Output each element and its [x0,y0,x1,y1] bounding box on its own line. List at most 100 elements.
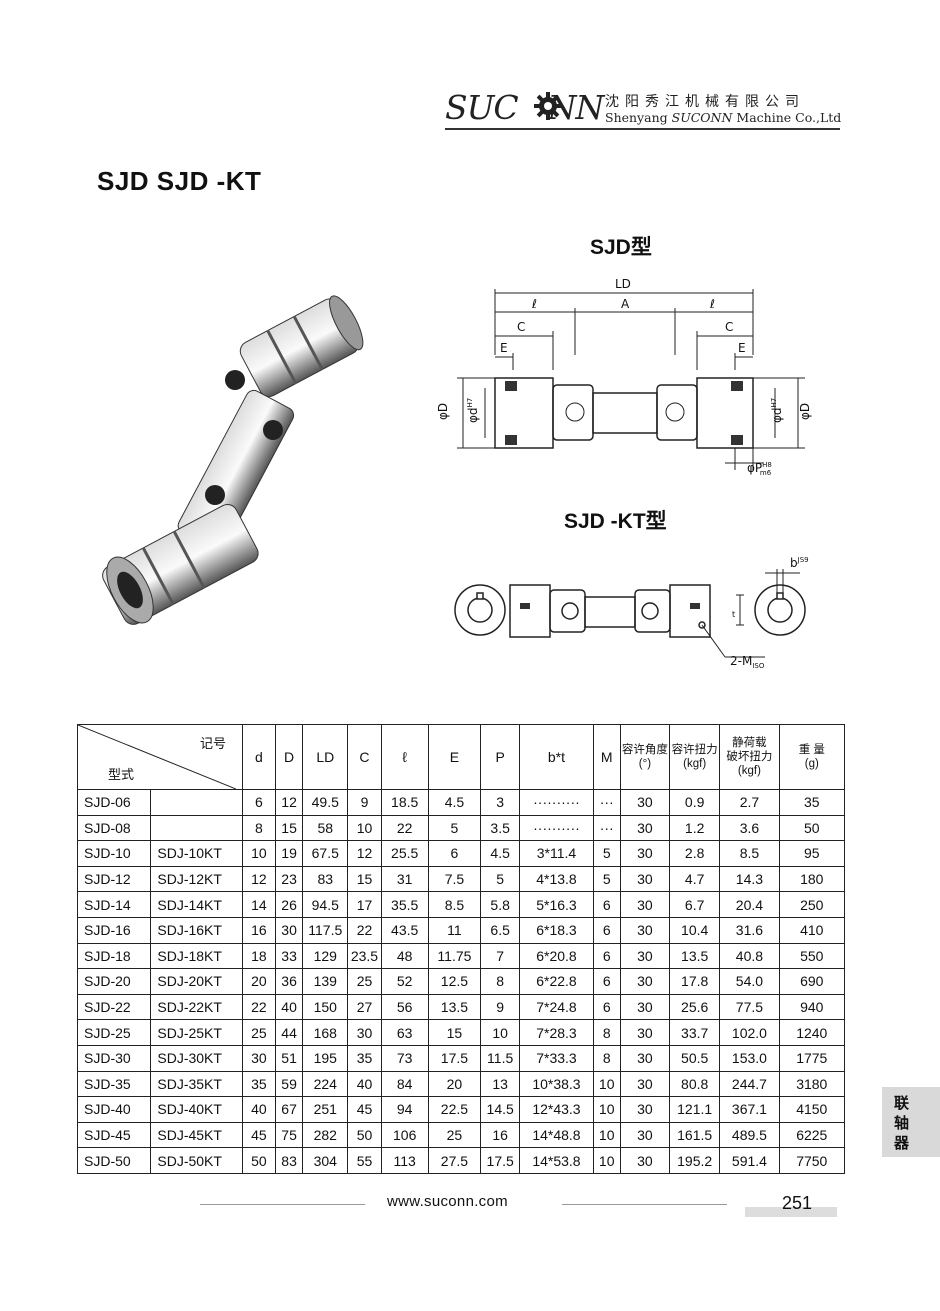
table-cell: 30 [619,814,671,842]
table-cell: 161.5 [669,1121,721,1149]
table-cell: 410 [778,916,846,944]
table-cell: 6*18.3 [519,916,594,944]
table-cell: 180 [778,865,846,893]
table-cell: 35 [241,1070,277,1098]
table-cell: 2.8 [669,840,721,867]
table-cell: 35 [778,789,846,816]
table-cell: SJD-14 [76,891,152,918]
dim-label-ld: LD [615,277,631,291]
table-cell: 31 [380,865,429,893]
table-cell: 4.5 [480,840,521,867]
table-cell: 43.5 [380,916,429,944]
col-header-D: D [275,724,304,790]
table-cell: 8.5 [719,840,780,867]
table-cell: 17.8 [669,968,721,995]
table-cell: 95 [778,840,846,867]
page-title: SJD SJD -KT [97,166,262,196]
table-cell: 14.3 [719,865,780,893]
table-cell: 150 [302,993,349,1021]
table-cell: 50 [241,1147,277,1174]
table-cell: 244.7 [719,1070,780,1098]
table-cell: 22 [380,814,429,842]
table-cell: 36 [275,968,304,995]
table-cell: 58 [302,814,349,842]
table-cell: 63 [380,1019,429,1046]
table-cell: 14*53.8 [519,1147,594,1174]
table-cell: 3 [480,789,521,816]
header-rule [445,128,840,130]
dim-label-phi-small-d-left: φdH7 [466,398,480,423]
table-cell: 12 [347,840,382,867]
dim-label-phi-d-left: φD [436,403,450,420]
dim-label-phi-d-right: φD [798,403,812,420]
table-cell: 25 [427,1121,482,1149]
table-cell: 9 [480,993,521,1021]
table-cell: 25 [347,968,382,995]
table-cell: SDJ-16KT [150,916,243,944]
table-cell: 16 [480,1121,521,1149]
table-cell: 13.5 [669,942,721,970]
dim-label-a: A [621,297,630,311]
table-cell: 67.5 [302,840,349,867]
table-cell: SJD-50 [76,1147,152,1174]
sjdkt-dimension-drawing: bJS9 t 2-MISO [454,556,809,670]
table-cell: 30 [619,789,671,816]
table-cell: SJD-22 [76,993,152,1021]
table-cell: ··· [592,789,621,816]
table-cell: SJD-35 [76,1070,152,1098]
company-name-cn: 沈阳秀江机械有限公司 [605,94,805,110]
table-cell: 31.6 [719,916,780,944]
table-cell: 3180 [778,1070,846,1098]
table-cell: 6*22.8 [519,968,594,995]
table-cell: 6*20.8 [519,942,594,970]
table-cell: 7*24.8 [519,993,594,1021]
table-cell: 6 [592,968,621,995]
table-cell: 106 [380,1121,429,1149]
table-cell: 83 [302,865,349,893]
table-cell: 6.5 [480,916,521,944]
table-cell: 18 [241,942,277,970]
table-cell: 30 [619,891,671,918]
table-cell: 8 [592,1019,621,1046]
table-cell: 11.5 [480,1044,521,1072]
table-cell: 367.1 [719,1096,780,1123]
table-cell: 77.5 [719,993,780,1021]
table-cell: 9 [347,789,382,816]
col-header-LD: LD [302,724,349,790]
col-header-C: C [347,724,382,790]
table-cell: 49.5 [302,789,349,816]
table-cell [150,789,243,816]
table-cell: 5 [427,814,482,842]
table-cell: 30 [347,1019,382,1046]
table-cell: 83 [275,1147,304,1174]
table-cell: 6 [592,891,621,918]
sjd-diagram-title: SJD型 [590,236,652,259]
table-cell: 35.5 [380,891,429,918]
table-cell: 251 [302,1096,349,1123]
table-cell: 195.2 [669,1147,721,1174]
table-cell: SJD-25 [76,1019,152,1046]
table-cell: SJD-40 [76,1096,152,1123]
table-cell: 30 [619,1121,671,1149]
table-cell: 304 [302,1147,349,1174]
sjdkt-diagram-title: SJD -KT型 [564,510,667,533]
table-cell: 6 [592,993,621,1021]
table-cell: 30 [619,916,671,944]
table-cell: 113 [380,1147,429,1174]
table-cell: 7.5 [427,865,482,893]
table-cell: SDJ-40KT [150,1096,243,1123]
table-cell: 168 [302,1019,349,1046]
dim-label-l-right: ℓ [709,297,715,311]
table-cell: 30 [619,1096,671,1123]
table-cell: 940 [778,993,846,1021]
table-cell: 16 [241,916,277,944]
table-cell: 23 [275,865,304,893]
table-cell: 7*33.3 [519,1044,594,1072]
table-cell: 12 [275,789,304,816]
